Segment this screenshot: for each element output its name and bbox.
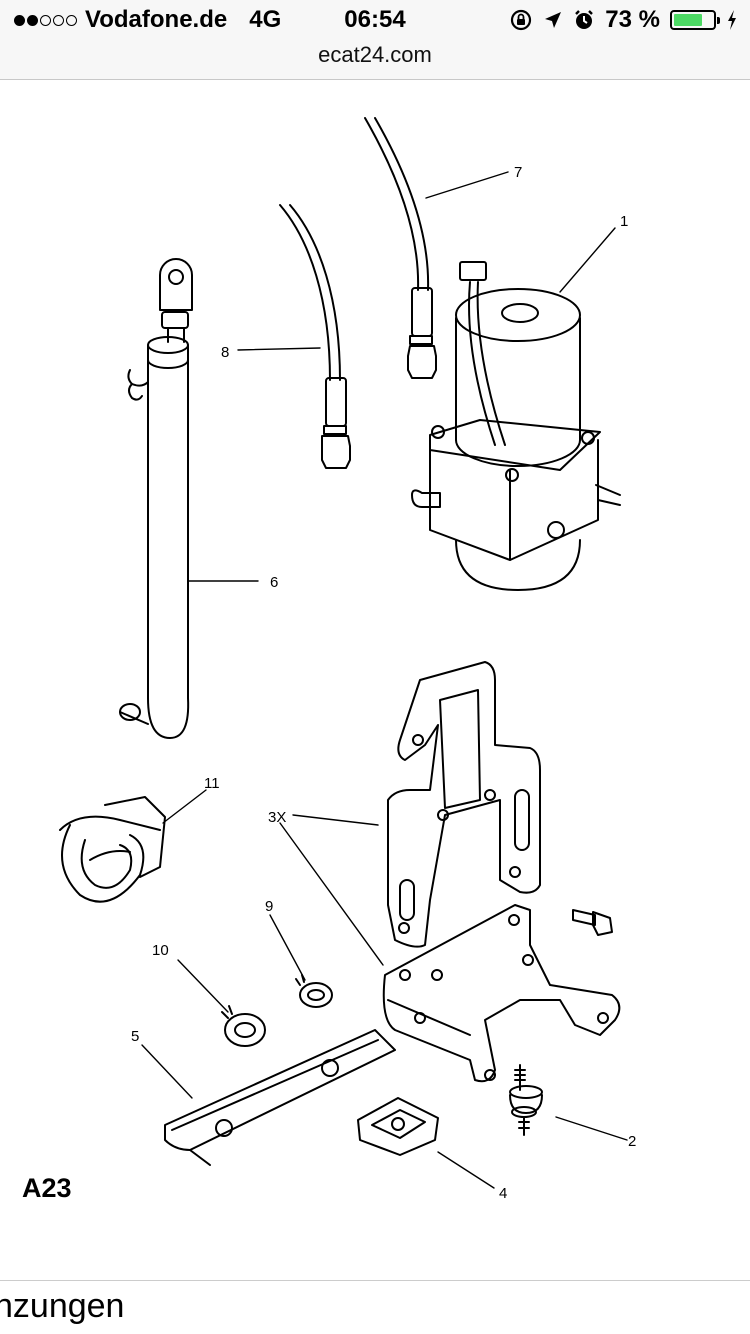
clamp-11 [59, 796, 166, 903]
figure-id: A23 [22, 1173, 72, 1203]
hydraulic-line-8 [279, 204, 351, 469]
bolt [572, 909, 613, 936]
callout-6: 6 [270, 574, 278, 591]
callout-7: 7 [514, 164, 522, 181]
callout-3x: 3X [268, 809, 286, 826]
leader-lines [141, 171, 628, 1189]
url-text[interactable]: ecat24.com [318, 42, 432, 67]
status-bar: Vodafone.de 4G 06:54 73 % [0, 0, 750, 40]
parts-diagram-drawing: 1 2 3X 4 5 6 7 8 9 10 11 A23 [22, 117, 636, 1203]
spring-nut-4 [357, 1097, 439, 1156]
battery-percent: 73 % [605, 6, 660, 33]
hose-clip-10 [221, 1005, 266, 1047]
hydraulic-cylinder-6 [119, 258, 193, 739]
parts-diagram: 1 2 3X 4 5 6 7 8 9 10 11 A23 [0, 80, 750, 1280]
callout-8: 8 [221, 344, 229, 361]
status-left: Vodafone.de 4G [14, 6, 281, 34]
pump-unit-1 [411, 261, 621, 591]
bracket-3x-lower [382, 904, 621, 1083]
signal-strength-icon [14, 14, 77, 26]
url-bar[interactable]: ecat24.com [0, 40, 750, 80]
battery-icon [670, 10, 720, 30]
callout-9: 9 [265, 898, 273, 915]
callout-5: 5 [131, 1028, 139, 1045]
callout-10: 10 [152, 942, 169, 959]
hydraulic-line-7 [364, 117, 437, 379]
carrier-name: Vodafone.de [85, 6, 228, 33]
hose-clip-9 [295, 974, 333, 1008]
mounting-bolt-2 [509, 1064, 543, 1136]
alarm-icon [575, 10, 594, 29]
network-type: 4G [249, 6, 282, 33]
bottom-partial-heading: nzungen [0, 1280, 750, 1334]
location-arrow-icon [545, 12, 562, 28]
callout-2: 2 [628, 1133, 636, 1150]
callout-4: 4 [499, 1185, 507, 1202]
battery-fill [674, 14, 702, 26]
callout-1: 1 [620, 213, 628, 230]
bracket-3x-upper [387, 661, 541, 948]
mounting-rail-5 [164, 1029, 396, 1166]
bottom-partial-text: nzungen [0, 1287, 125, 1325]
charging-bolt-icon [728, 10, 736, 30]
status-right: 73 % [509, 6, 738, 34]
callout-11: 11 [204, 775, 220, 792]
orientation-lock-icon [511, 9, 532, 31]
